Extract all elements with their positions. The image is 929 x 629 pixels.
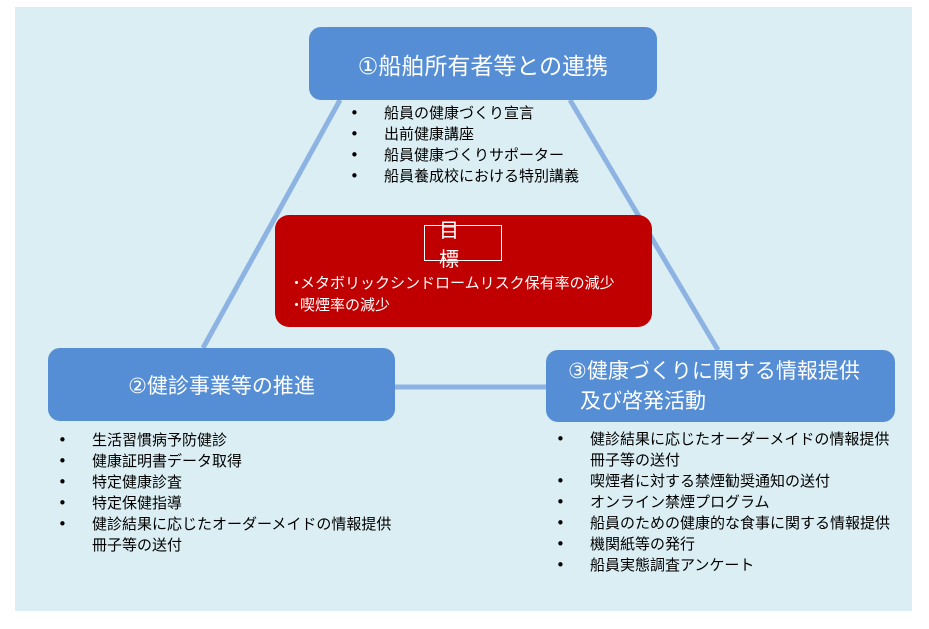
list-item: 健康証明書データ取得	[58, 451, 398, 472]
pillar1-list: 船員の健康づくり宣言 出前健康講座 船員健康づくりサポーター 船員養成校における…	[350, 103, 579, 187]
list-item: 生活習慣病予防健診	[58, 430, 398, 451]
list-item: 船員健康づくりサポーター	[350, 145, 579, 166]
pillar2-title: ②健診事業等の推進	[128, 373, 315, 398]
pillar3-box: ③健康づくりに関する情報提供 及び啓発活動	[546, 350, 895, 422]
goal-list: メタボリックシンドロームリスク保有率の減少 喫煙率の減少	[289, 272, 615, 316]
goal-item: メタボリックシンドロームリスク保有率の減少	[289, 272, 615, 294]
pillar1-title: ①船舶所有者等との連携	[357, 53, 609, 80]
list-item: 船員の健康づくり宣言	[350, 103, 579, 124]
list-item: 船員実態調査アンケート	[556, 555, 901, 576]
list-item: 健診結果に応じたオーダーメイドの情報提供冊子等の送付	[556, 429, 901, 471]
list-item: オンライン禁煙プログラム	[556, 492, 901, 513]
pillar2-box: ②健診事業等の推進	[48, 348, 395, 421]
pillar2-list: 生活習慣病予防健診 健康証明書データ取得 特定健康診査 特定保健指導 健診結果に…	[58, 430, 398, 556]
list-item: 機関紙等の発行	[556, 534, 901, 555]
connector-left	[200, 98, 343, 350]
pillar3-title-line2: 及び啓発活動	[580, 389, 706, 413]
list-item: 船員のための健康的な食事に関する情報提供	[556, 513, 901, 534]
goal-title: 目標	[424, 218, 502, 271]
list-item: 喫煙者に対する禁煙勧奨通知の送付	[556, 471, 901, 492]
pillar3-title-line1: ③健康づくりに関する情報提供	[568, 359, 860, 383]
list-item: 特定保健指導	[58, 493, 398, 514]
list-item: 特定健康診査	[58, 472, 398, 493]
goal-item: 喫煙率の減少	[289, 294, 615, 316]
list-item: 船員養成校における特別講義	[350, 166, 579, 187]
list-item: 出前健康講座	[350, 124, 579, 145]
goal-box: 目標 メタボリックシンドロームリスク保有率の減少 喫煙率の減少	[275, 215, 652, 327]
list-item: 健診結果に応じたオーダーメイドの情報提供冊子等の送付	[58, 514, 398, 556]
pillar3-list: 健診結果に応じたオーダーメイドの情報提供冊子等の送付 喫煙者に対する禁煙勧奨通知…	[556, 429, 901, 576]
pillar1-box: ①船舶所有者等との連携	[309, 27, 657, 100]
